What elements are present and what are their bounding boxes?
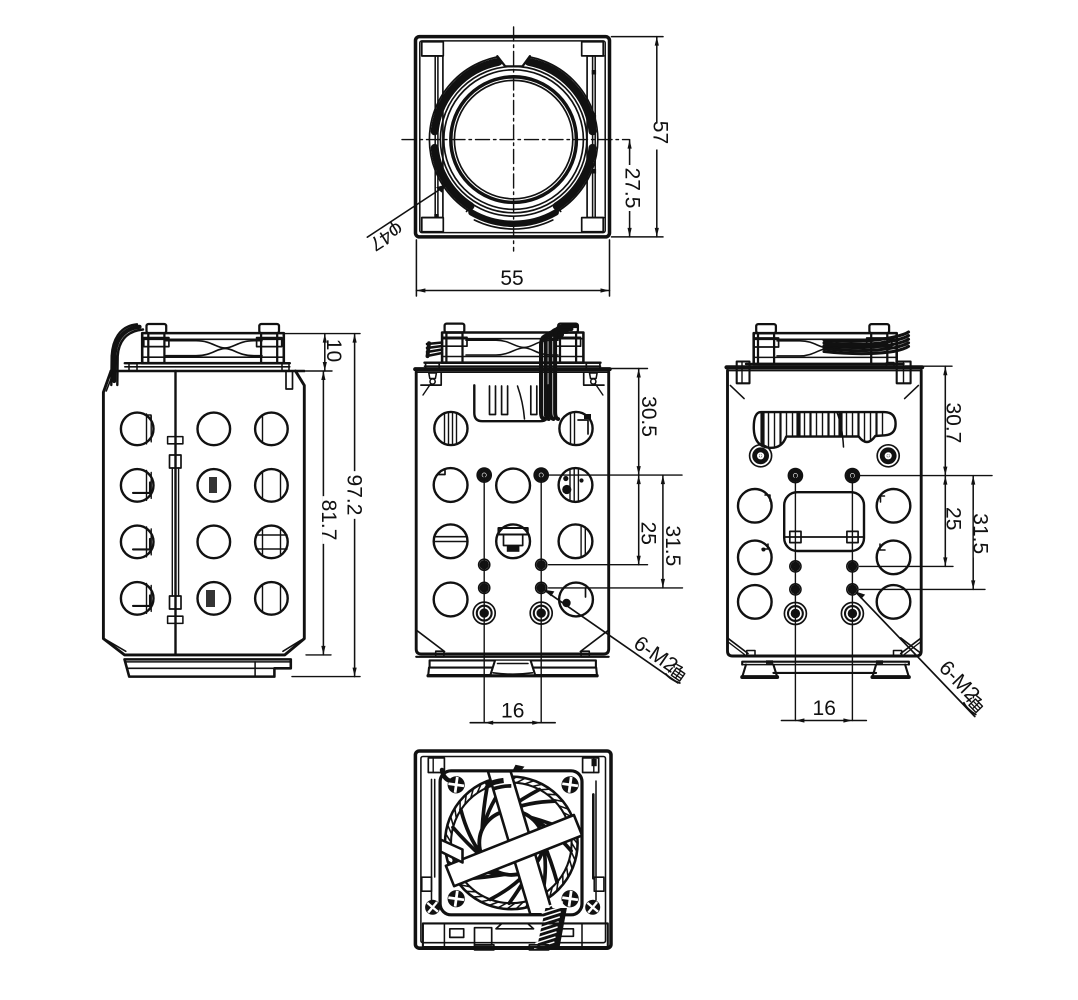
svg-text:25: 25: [637, 522, 660, 545]
svg-text:16: 16: [501, 700, 524, 723]
svg-text:57: 57: [648, 121, 671, 144]
svg-text:31.5: 31.5: [968, 513, 991, 554]
svg-text:25: 25: [942, 507, 965, 530]
svg-text:30.7: 30.7: [941, 402, 964, 443]
svg-text:31.5: 31.5: [661, 525, 684, 566]
svg-text:16: 16: [813, 697, 836, 720]
svg-text:55: 55: [500, 267, 523, 290]
svg-text:97.2: 97.2: [342, 475, 365, 516]
svg-text:27.5: 27.5: [621, 168, 644, 209]
svg-text:10: 10: [322, 339, 345, 362]
svg-text:81.7: 81.7: [317, 500, 340, 541]
svg-text:30.5: 30.5: [637, 396, 660, 437]
